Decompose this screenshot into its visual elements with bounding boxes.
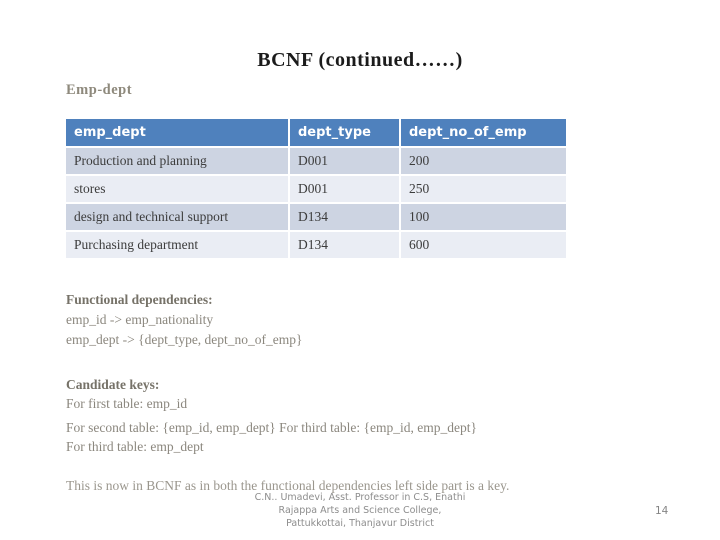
- table-cell: stores: [66, 174, 290, 204]
- table-cell: 100: [399, 202, 566, 232]
- functional-dependencies-heading: Functional dependencies:: [66, 292, 213, 307]
- emp-dept-table: emp_dept dept_type dept_no_of_emp Produc…: [66, 119, 566, 260]
- table-row: Purchasing department D134 600: [66, 230, 566, 260]
- footer-line: Rajappa Arts and Science College,: [278, 505, 442, 516]
- table-cell: D134: [288, 230, 401, 260]
- column-header-dept-no-of-emp: dept_no_of_emp: [399, 119, 566, 148]
- table-cell: 200: [399, 146, 566, 176]
- conclusion-text: This is now in BCNF as in both the funct…: [66, 478, 510, 493]
- table-cell: 250: [399, 174, 566, 204]
- column-header-emp-dept: emp_dept: [66, 119, 290, 148]
- candidate-key-line: For second table: {emp_id, emp_dept} For…: [66, 420, 477, 435]
- page-number: 14: [655, 505, 669, 517]
- table-cell: 600: [399, 230, 566, 260]
- table-cell: D001: [288, 146, 401, 176]
- candidate-key-line: For first table: emp_id: [66, 396, 188, 411]
- table-cell: Purchasing department: [66, 230, 290, 260]
- slide-subtitle: Emp-dept: [66, 82, 133, 98]
- table-row: design and technical support D134 100: [66, 202, 566, 232]
- candidate-keys-block: Candidate keys: For first table: emp_id …: [66, 375, 477, 456]
- footer-credit: C.N.. Umadevi, Asst. Professor in C.S, E…: [0, 491, 720, 530]
- footer-line: C.N.. Umadevi, Asst. Professor in C.S, E…: [254, 492, 466, 503]
- table-cell: Production and planning: [66, 146, 290, 176]
- table-cell: D134: [288, 202, 401, 232]
- functional-dependency-line: emp_id -> emp_nationality: [66, 312, 214, 327]
- candidate-key-line: For third table: emp_dept: [66, 439, 204, 454]
- candidate-keys-heading: Candidate keys:: [66, 377, 160, 392]
- table-cell: D001: [288, 174, 401, 204]
- page-title: BCNF (continued……): [257, 49, 463, 71]
- table-row: stores D001 250: [66, 174, 566, 204]
- table-header: emp_dept dept_type dept_no_of_emp: [66, 119, 566, 148]
- functional-dependency-line: emp_dept -> {dept_type, dept_no_of_emp}: [66, 332, 303, 347]
- table-header-row: emp_dept dept_type dept_no_of_emp: [66, 119, 566, 148]
- footer-line: Pattukkottai, Thanjavur District: [286, 518, 434, 529]
- table-row: Production and planning D001 200: [66, 146, 566, 176]
- column-header-dept-type: dept_type: [288, 119, 401, 148]
- functional-dependencies-block: Functional dependencies: emp_id -> emp_n…: [66, 290, 303, 350]
- table-cell: design and technical support: [66, 202, 290, 232]
